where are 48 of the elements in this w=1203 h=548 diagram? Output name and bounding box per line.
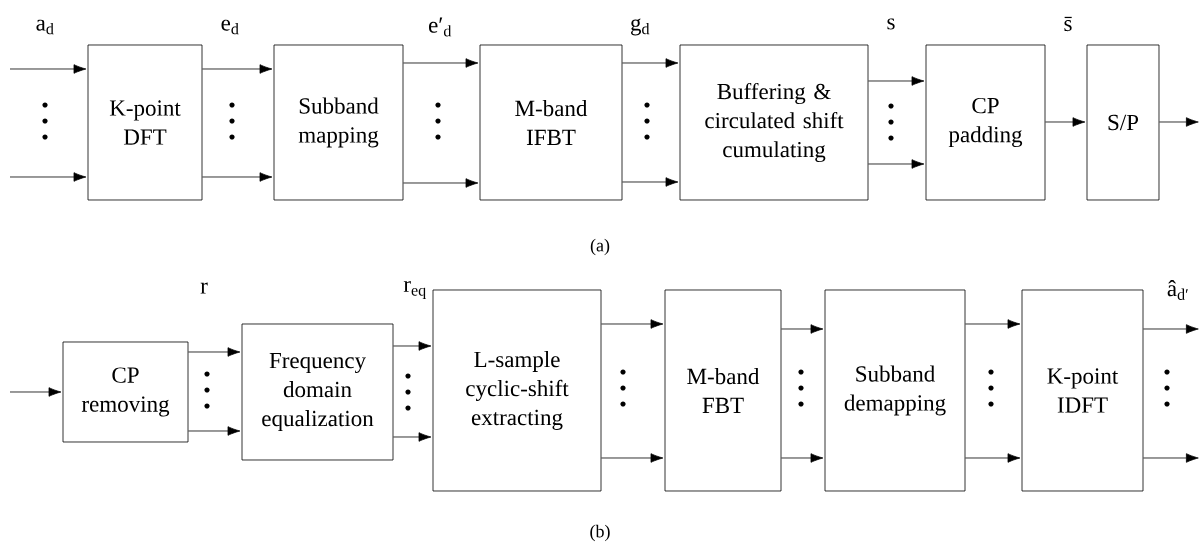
process-box: Subband demapping — [824, 289, 966, 492]
arrow — [393, 341, 432, 351]
arrow — [9, 387, 62, 397]
arrow — [202, 172, 273, 182]
signal-label: r — [200, 282, 208, 294]
arrow — [9, 172, 87, 182]
panel-caption: (b) — [590, 524, 610, 542]
signal-label: s̄ — [1064, 16, 1072, 32]
panel-caption: (a) — [590, 238, 610, 256]
signal-label: e$_{d}$ — [221, 19, 239, 35]
signal-label: â$_{d′}$ — [1167, 280, 1188, 300]
arrow — [622, 177, 679, 187]
arrow — [9, 64, 87, 74]
process-box: Buffering & circulated shift cumulating — [679, 44, 869, 201]
arrow — [868, 159, 925, 169]
process-box: Subband mapping — [273, 44, 404, 201]
arrow — [202, 64, 273, 74]
process-box: S/P — [1086, 44, 1160, 201]
arrow — [188, 347, 241, 357]
signal-label: r$_{eq}$ — [403, 281, 426, 299]
signal-label: g$_{d}$ — [630, 18, 650, 36]
arrow — [965, 319, 1021, 329]
process-box: CP removing — [62, 341, 189, 443]
process-box: Frequency domain equalization — [241, 323, 394, 461]
arrow — [1143, 324, 1199, 334]
process-box: M-band FBT — [664, 289, 782, 492]
signal-label: e′$_{d}$ — [429, 17, 452, 37]
signal-label: s — [887, 18, 895, 30]
process-box: L-sample cyclic-shift extracting — [432, 289, 602, 492]
arrow — [781, 324, 824, 334]
process-box: K-point DFT — [87, 44, 203, 201]
arrow — [403, 58, 479, 68]
arrow — [403, 178, 479, 188]
arrow — [1143, 453, 1199, 463]
process-box: K-point IDFT — [1021, 289, 1144, 492]
arrow — [601, 453, 664, 463]
arrow — [965, 453, 1021, 463]
arrow — [1159, 117, 1199, 127]
process-box: M-band IFBT — [479, 44, 623, 201]
arrow — [622, 58, 679, 68]
arrow — [601, 319, 664, 329]
process-box: CP padding — [925, 44, 1046, 201]
arrow — [868, 76, 925, 86]
arrow — [781, 453, 824, 463]
arrow — [1045, 117, 1086, 127]
arrow — [393, 432, 432, 442]
signal-label: a$_{d}$ — [36, 19, 54, 35]
arrow — [188, 426, 241, 436]
